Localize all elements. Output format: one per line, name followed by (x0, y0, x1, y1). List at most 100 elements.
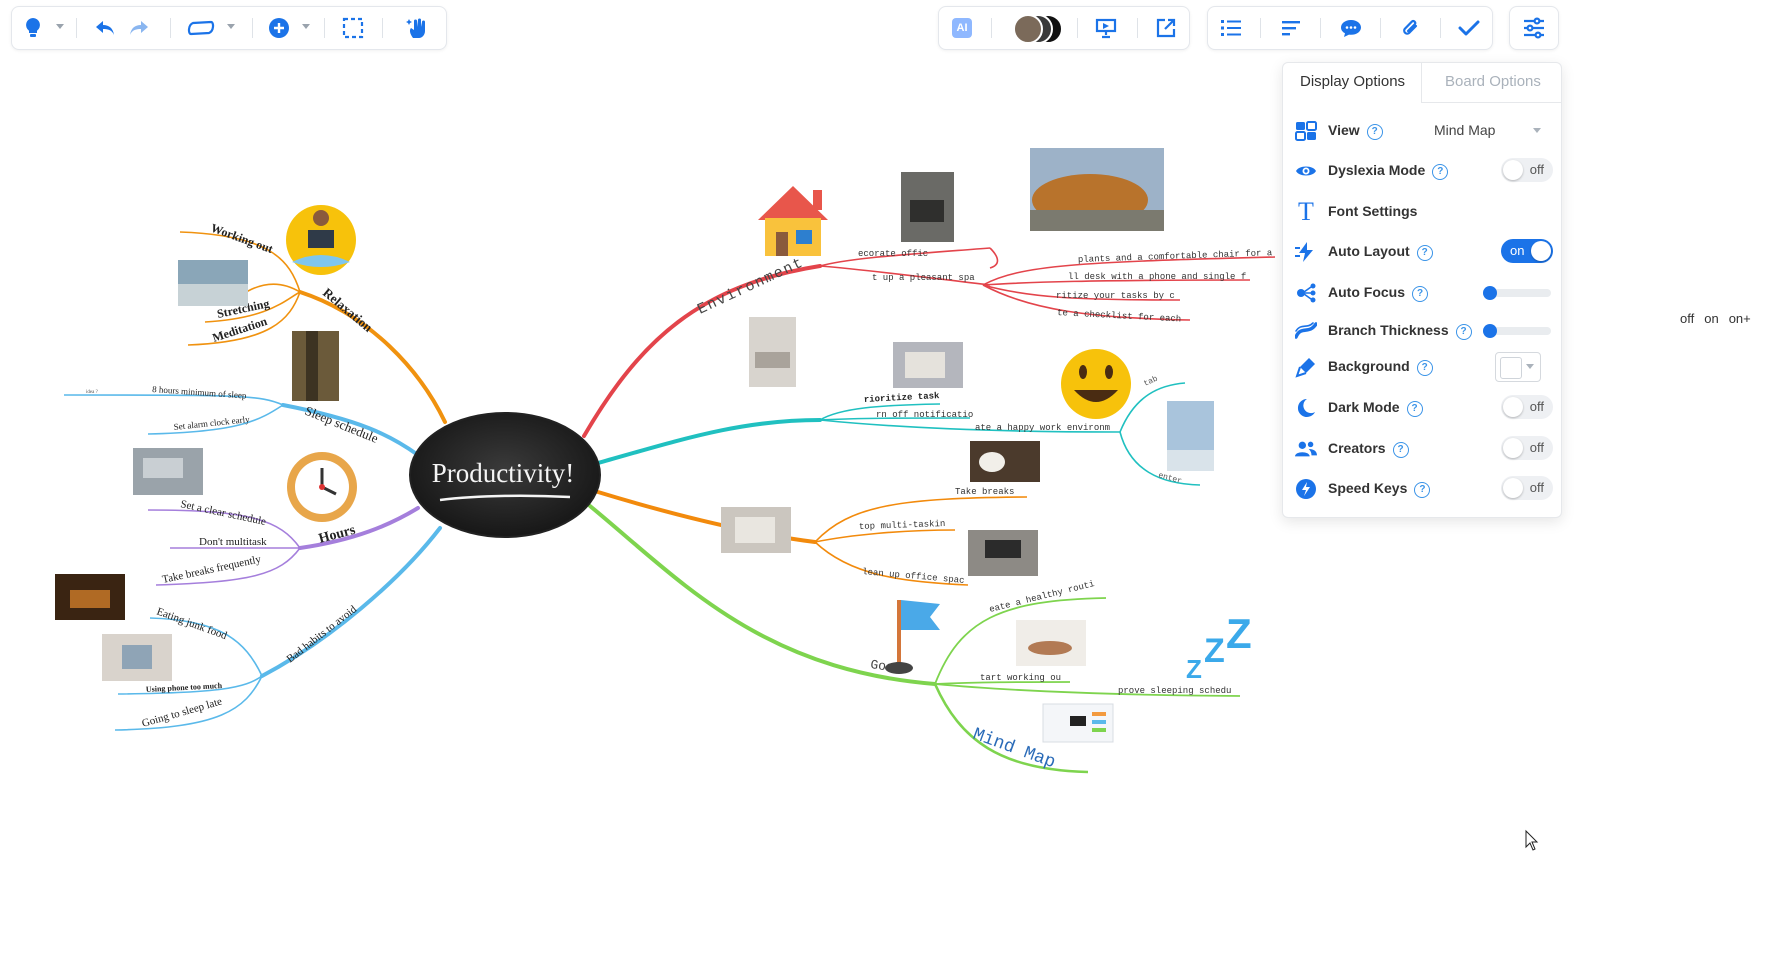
item-decorate-office[interactable]: ecorate offic (858, 249, 928, 259)
meditation-icon[interactable] (286, 205, 356, 275)
redo-icon[interactable] (124, 13, 154, 43)
branch-environment[interactable] (582, 264, 822, 438)
select-icon[interactable] (338, 13, 368, 43)
avatar[interactable] (1013, 14, 1043, 44)
smiley-icon[interactable] (1061, 349, 1131, 419)
chevron-down-icon[interactable] (56, 24, 64, 29)
help-icon[interactable]: ? (1414, 481, 1431, 498)
item-plants-chair[interactable]: plants and a comfortable chair for a (1078, 248, 1273, 265)
house-icon[interactable] (758, 186, 828, 256)
lightbulb-icon[interactable] (18, 13, 48, 43)
dark-mode-toggle[interactable]: off (1501, 395, 1553, 419)
toggle-state: off (1529, 440, 1544, 455)
item-working-out[interactable]: Working out (209, 221, 275, 256)
item-8-hours[interactable]: 8 hours minimum of sleep (152, 384, 247, 401)
creators-toggle[interactable]: off (1501, 436, 1553, 460)
format-toolbar (1207, 6, 1493, 50)
item-notifications[interactable]: rn off notificatio (876, 410, 973, 420)
format-icon[interactable] (1276, 13, 1306, 43)
checkmark-icon[interactable] (1454, 13, 1484, 43)
clock-icon[interactable] (287, 452, 357, 522)
undo-icon[interactable] (90, 13, 120, 43)
magic-hand-icon[interactable] (402, 13, 432, 43)
shape-icon[interactable] (186, 13, 216, 43)
branch-hours[interactable] (298, 506, 420, 550)
tab-display-options[interactable]: Display Options (1300, 73, 1406, 90)
branch-label-sleep[interactable]: Sleep schedule (303, 403, 381, 446)
settings-sliders-icon[interactable] (1519, 13, 1549, 43)
item-pleasant-space[interactable]: t up a pleasant spa (872, 273, 975, 283)
branch-label-bad-habits[interactable]: Bad habits to avoid (284, 603, 359, 665)
font-settings-row[interactable]: T Font Settings (1295, 197, 1553, 227)
branch-bad-habits[interactable] (260, 526, 442, 678)
background-color-picker[interactable] (1495, 352, 1541, 382)
tab-board-options[interactable]: Board Options (1445, 73, 1541, 90)
item-prioritize-tasks[interactable]: ritize your tasks by c (1056, 291, 1175, 301)
auto-focus-slider[interactable] (1483, 286, 1551, 300)
help-icon[interactable]: ? (1416, 244, 1433, 261)
comment-icon[interactable] (1336, 13, 1366, 43)
auto-layout-toggle[interactable]: on (1501, 239, 1553, 263)
option-on[interactable]: on (1704, 311, 1719, 326)
branch-relaxation[interactable] (298, 290, 447, 424)
item-happy-work[interactable]: ate a happy work environm (975, 423, 1110, 433)
item-clean-office[interactable]: lean up office spac (862, 567, 965, 586)
view-row: View? Mind Map (1295, 116, 1553, 146)
branch-thickness-icon (1295, 320, 1317, 342)
share-icon[interactable] (1151, 13, 1181, 43)
item-take-breaks[interactable]: Take breaks (955, 487, 1014, 497)
users-icon (1295, 438, 1317, 460)
chevron-down-icon[interactable] (227, 24, 235, 29)
option-off[interactable]: off (1680, 311, 1695, 326)
flag-icon[interactable] (885, 600, 940, 674)
branch-goals[interactable] (588, 504, 937, 686)
item-clear-schedule[interactable]: Set a clear schedule (179, 498, 267, 528)
speed-keys-toggle[interactable]: off (1501, 476, 1553, 500)
item-idea[interactable]: idea ? (86, 390, 99, 395)
item-dont-multitask[interactable]: Don't multitask (199, 536, 267, 548)
branch-label-environment[interactable]: Environment (695, 254, 807, 318)
item-take-breaks-frequently[interactable]: Take breaks frequently (161, 553, 262, 586)
item-tab[interactable]: tab (1142, 374, 1159, 388)
environment-subbranches (819, 247, 1276, 321)
item-multi-tasking[interactable]: top multi-taskin (859, 519, 946, 532)
item-desk-phone[interactable]: ll desk with a phone and single f (1068, 272, 1246, 282)
chevron-down-icon[interactable] (302, 24, 310, 29)
slider-handle[interactable] (1483, 286, 1497, 300)
item-phone-too-much[interactable]: Using phone too much (146, 681, 223, 694)
toolbar-divider (991, 18, 992, 38)
branch-sleep[interactable] (281, 403, 420, 457)
item-prioritize-task[interactable]: rioritize task (864, 391, 941, 405)
help-icon[interactable]: ? (1366, 123, 1383, 140)
branch-breaks[interactable] (596, 490, 817, 544)
central-node[interactable]: Productivity! (409, 412, 601, 538)
item-enter[interactable]: enter (1157, 471, 1183, 486)
help-icon[interactable]: ? (1412, 285, 1428, 302)
sleep-zzz-icon[interactable]: Z Z Z (1186, 610, 1252, 684)
add-icon[interactable] (264, 13, 294, 43)
branch-label-relaxation[interactable]: Relaxation (320, 285, 376, 336)
help-icon[interactable]: ? (1406, 400, 1423, 417)
item-checklist[interactable]: te a checklist for each (1057, 308, 1182, 324)
dyslexia-toggle[interactable]: off (1501, 158, 1553, 182)
branch-focus[interactable] (596, 418, 822, 465)
attachment-icon[interactable] (1396, 13, 1426, 43)
item-healthy-routine[interactable]: eate a healthy routi (988, 579, 1095, 615)
view-select[interactable]: Mind Map (1434, 122, 1496, 138)
option-on-plus[interactable]: on+ (1728, 311, 1751, 326)
slider-handle[interactable] (1483, 324, 1497, 338)
toolbar-divider (170, 18, 171, 38)
chevron-down-icon[interactable] (1533, 128, 1541, 133)
presentation-icon[interactable] (1091, 13, 1121, 43)
item-start-working-out[interactable]: tart working ou (980, 673, 1061, 683)
help-icon[interactable]: ? (1455, 323, 1472, 340)
outline-icon[interactable] (1216, 13, 1246, 43)
item-improve-sleep[interactable]: prove sleeping schedu (1118, 686, 1231, 696)
ai-icon[interactable]: AI (947, 13, 977, 43)
help-icon[interactable]: ? (1416, 359, 1433, 376)
branch-label-hours[interactable]: Hours (317, 523, 357, 547)
help-icon[interactable]: ? (1392, 441, 1409, 458)
help-icon[interactable]: ? (1432, 163, 1449, 180)
